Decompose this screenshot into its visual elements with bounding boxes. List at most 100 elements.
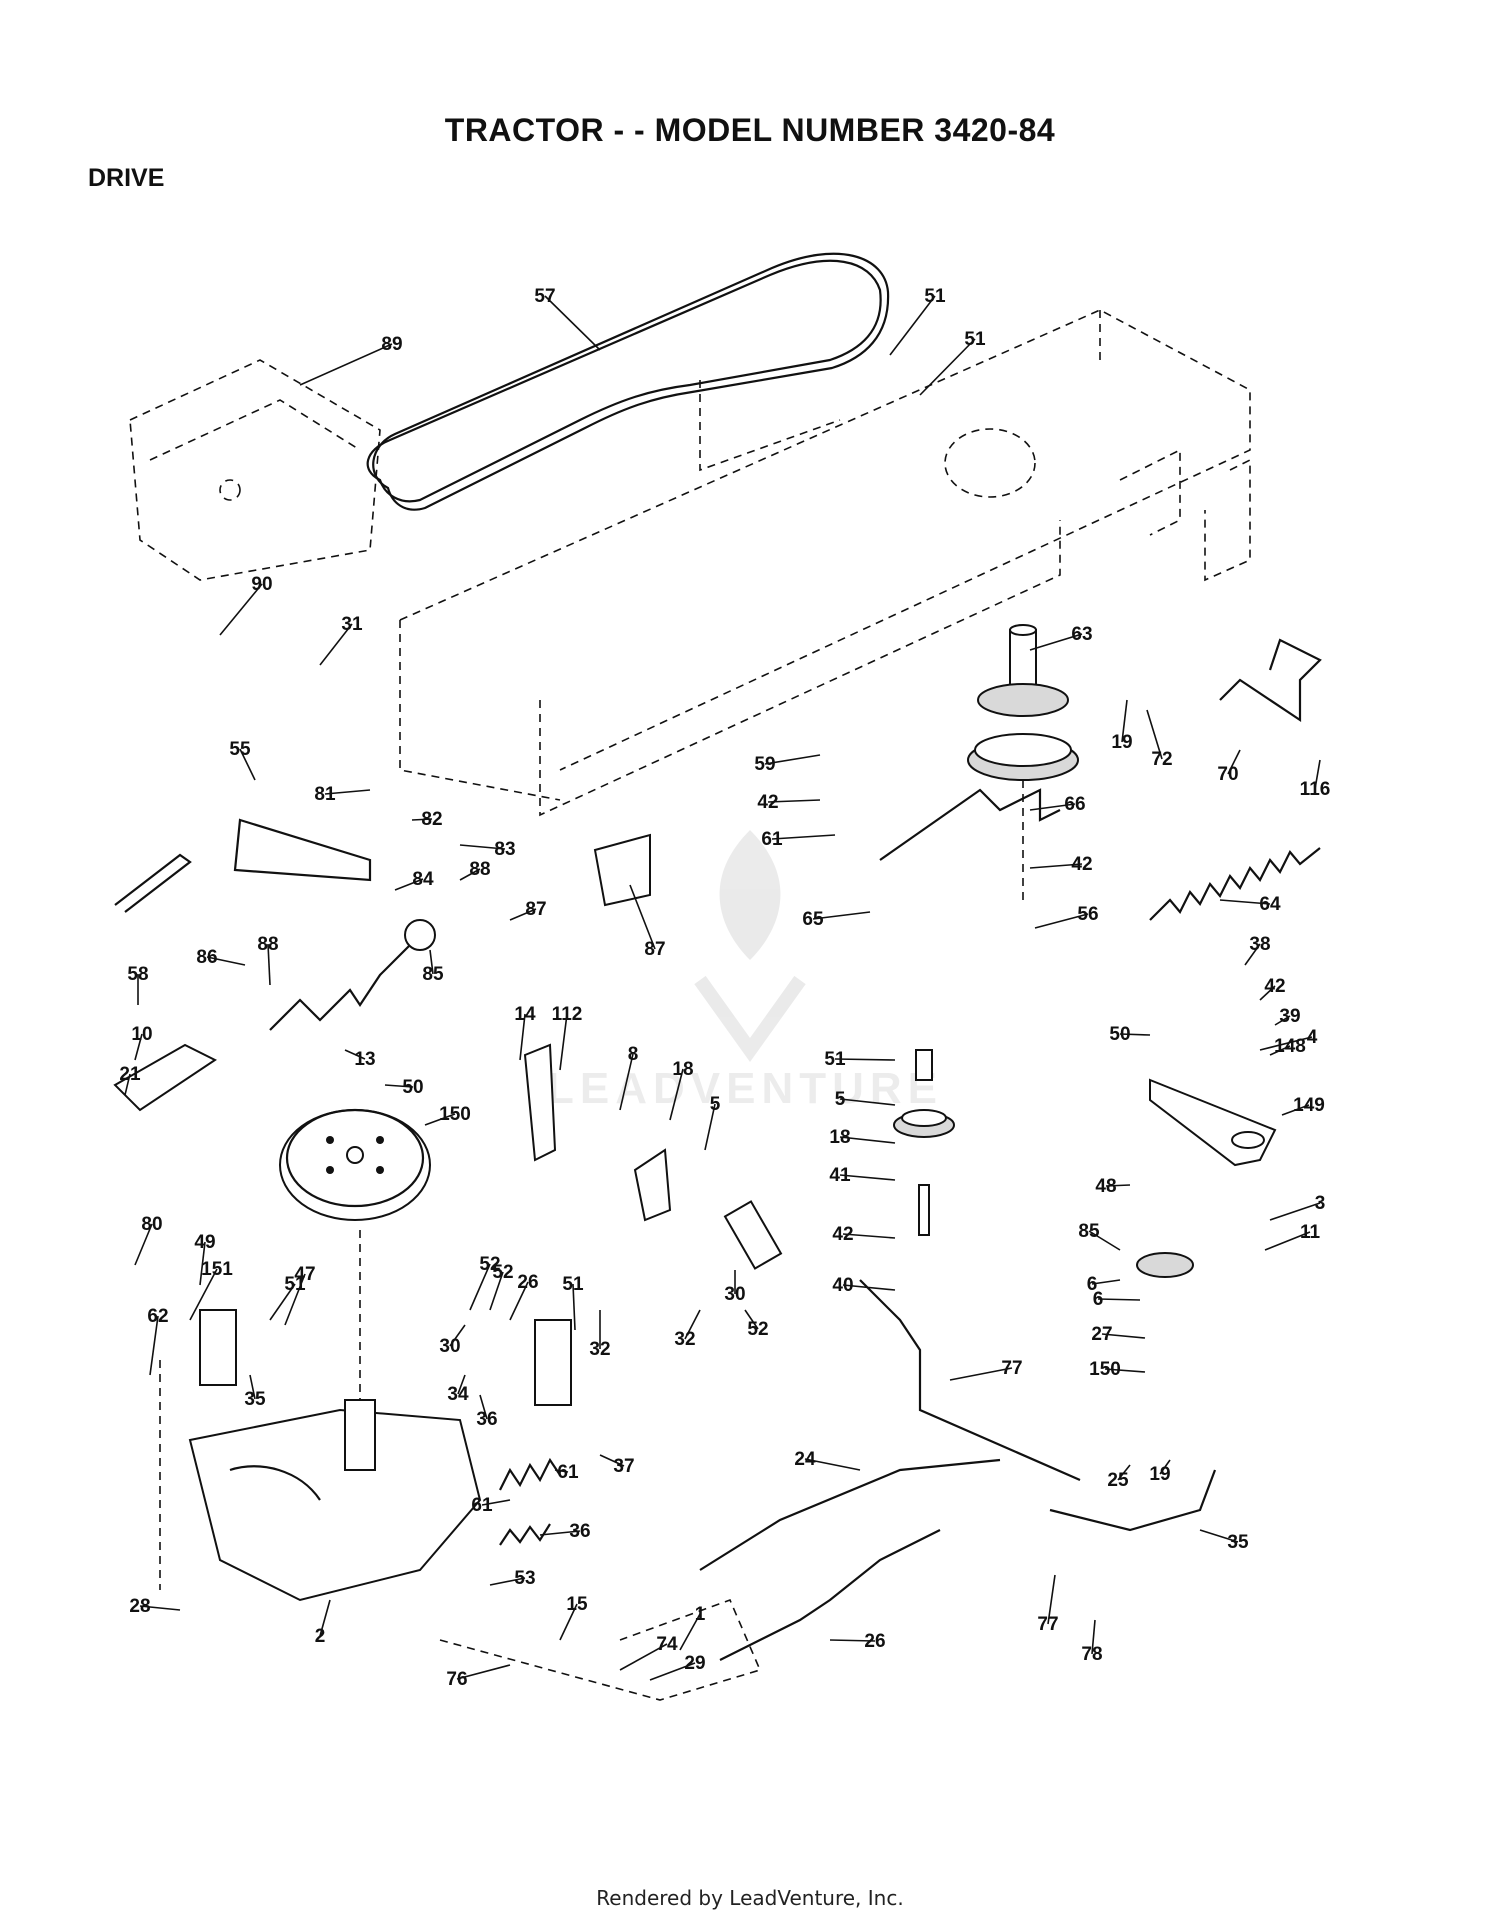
callout-label: 31 (341, 614, 363, 635)
callout-label: 88 (469, 859, 490, 880)
idler-bracket (1149, 1078, 1277, 1167)
callout-leader (764, 754, 821, 765)
callout-leader (804, 1458, 861, 1471)
brake-rod-34 (859, 1279, 1081, 1482)
callout-leader (839, 1136, 896, 1144)
clutch-rod (233, 818, 372, 882)
hood-outline (129, 359, 381, 581)
callout-leader (189, 1268, 218, 1321)
callout-label: 52 (479, 1254, 500, 1275)
callout-leader (1269, 1202, 1321, 1221)
callout-label: 151 (201, 1259, 233, 1280)
callout-leader (1159, 1459, 1171, 1475)
callout-label: 15 (566, 1594, 588, 1615)
callout-leader (1029, 863, 1083, 869)
callout-leader (324, 789, 371, 795)
callout-label: 28 (129, 1596, 150, 1617)
callout-leader (829, 1639, 876, 1642)
callout-leader (139, 1605, 181, 1611)
rod-70 (1219, 638, 1322, 723)
callout-leader (1227, 749, 1241, 775)
callout-label: 51 (284, 1274, 306, 1295)
callout-label: 32 (589, 1339, 610, 1360)
callout-label: 52 (492, 1262, 513, 1283)
callout-label: 53 (514, 1568, 535, 1589)
callout-leader (842, 1233, 896, 1239)
callout-label: 40 (832, 1275, 853, 1296)
callout-label: 82 (421, 809, 442, 830)
callout-label: 8 (628, 1044, 639, 1065)
callout-leader (481, 1499, 511, 1506)
callout-leader (949, 1367, 1013, 1381)
bracket-30-left (199, 1309, 237, 1386)
callout-leader (149, 1315, 159, 1376)
callout-leader (1097, 1298, 1141, 1301)
callout-leader (684, 1309, 701, 1340)
callout-leader (479, 1394, 488, 1420)
callout-label: 42 (832, 1224, 853, 1245)
bracket-58 (593, 833, 651, 907)
callout-leader (459, 868, 481, 881)
callout-leader (1314, 759, 1321, 790)
callout-leader (619, 1053, 634, 1111)
callout-label: 61 (557, 1462, 579, 1483)
callout-label: 87 (644, 939, 665, 960)
callout-label: 52 (747, 1319, 768, 1340)
bracket-5-right (633, 1148, 672, 1222)
callout-leader (1146, 709, 1163, 760)
callout-leader (239, 748, 256, 781)
callout-leader (744, 1309, 759, 1330)
callout-label: 149 (1293, 1095, 1325, 1116)
watermark-text: LEADVENTURE (547, 1064, 943, 1113)
callout-label: 5 (835, 1089, 846, 1110)
callout-leader (1281, 1104, 1310, 1116)
callout-leader (299, 343, 393, 386)
callout-label: 80 (141, 1214, 162, 1235)
callout-label: 3 (1315, 1193, 1326, 1214)
callout-leader (199, 1241, 206, 1286)
callout-label: 35 (1227, 1532, 1249, 1553)
callout-leader (544, 295, 601, 351)
callout-leader (124, 1073, 131, 1096)
rod-53 (1049, 1469, 1217, 1532)
axle-path (439, 1598, 762, 1701)
callout-label: 30 (724, 1284, 745, 1305)
callout-label: 32 (674, 1329, 695, 1350)
callout-leader (1119, 1033, 1151, 1036)
callout-leader (1117, 1464, 1131, 1481)
callout-label: 36 (569, 1521, 590, 1542)
idler-pulley (893, 1049, 955, 1236)
drive-belt (366, 252, 890, 511)
callout-leader (1101, 1333, 1146, 1339)
callout-leader (889, 295, 936, 356)
idler-pulley-47 (1136, 1252, 1194, 1278)
callout-label: 41 (829, 1165, 851, 1186)
callout-leader (1105, 1184, 1131, 1187)
callout-leader (319, 623, 353, 666)
spring-25 (499, 1457, 561, 1491)
callout-leader (812, 911, 871, 920)
callout-leader (449, 1324, 466, 1347)
callout-leader (1034, 913, 1089, 929)
callout-label: 59 (754, 754, 775, 775)
callout-label: 51 (964, 329, 986, 350)
callout-label: 150 (1089, 1359, 1121, 1380)
callout-label: 112 (552, 1004, 583, 1025)
callout-leader (1029, 633, 1083, 651)
bracket-30-right (534, 1319, 572, 1406)
callout-label: 21 (119, 1064, 141, 1085)
callout-label: 49 (194, 1232, 215, 1253)
callout-leader (206, 956, 246, 966)
callout-leader (469, 1263, 491, 1311)
callout-leader (1091, 1619, 1096, 1655)
callout-leader (669, 1068, 684, 1121)
callout-leader (509, 1281, 529, 1321)
callout-leader (839, 1174, 896, 1181)
callout-label: 88 (257, 934, 278, 955)
callout-leader (344, 1049, 366, 1060)
callout-label: 35 (244, 1389, 266, 1410)
spring-2 (499, 1523, 551, 1546)
callout-label: 77 (1001, 1358, 1022, 1379)
callout-leader (619, 1643, 668, 1671)
